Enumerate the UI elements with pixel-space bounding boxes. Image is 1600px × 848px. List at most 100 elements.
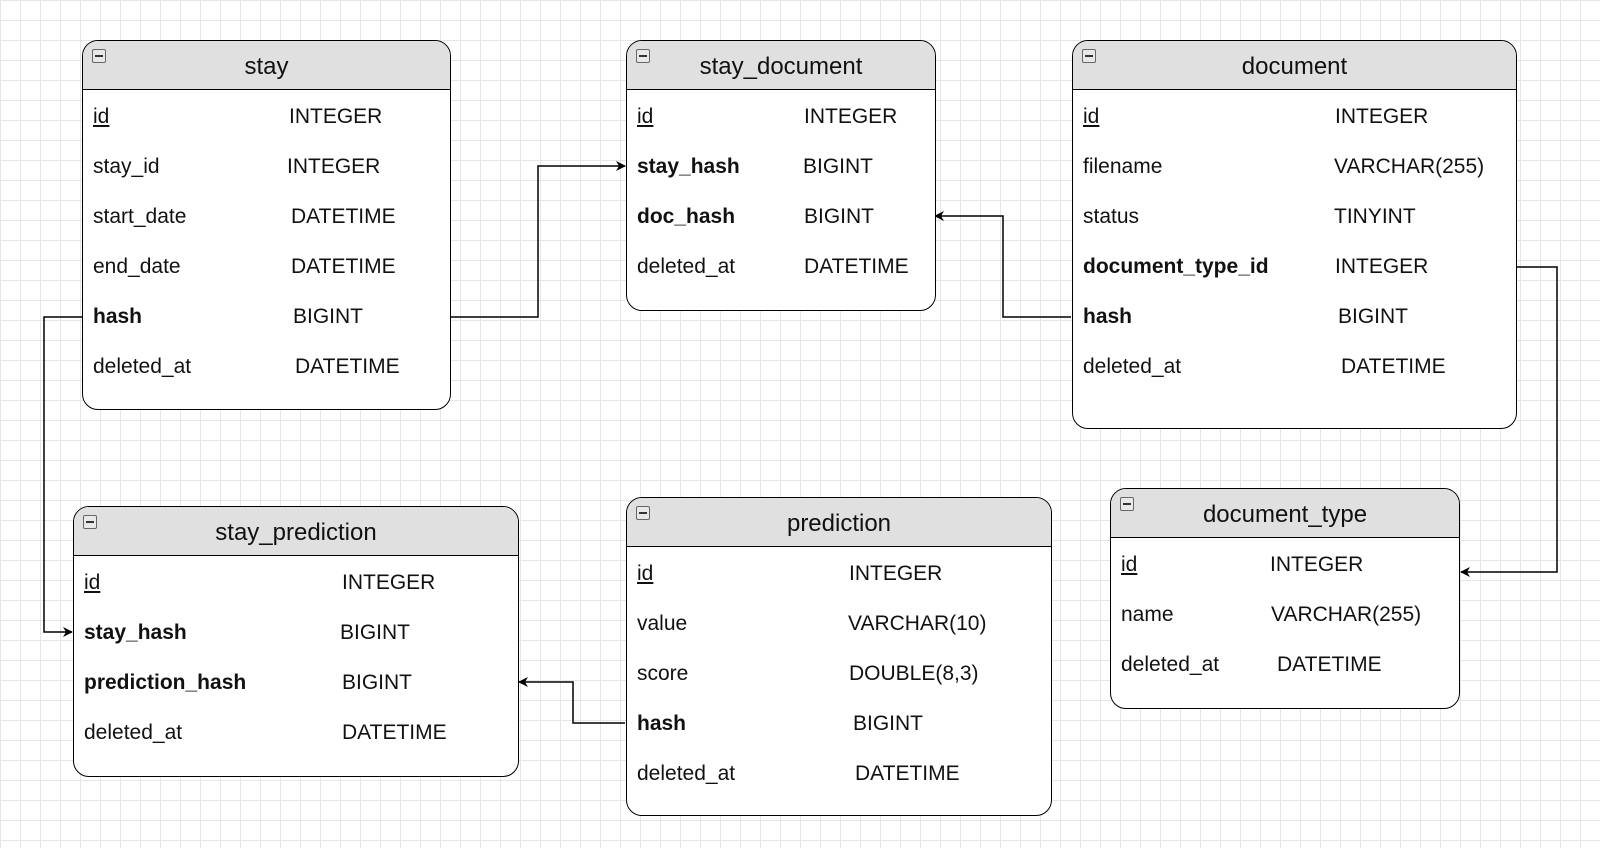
entity-title: stay_document [699, 53, 863, 80]
field-type: VARCHAR(255) [1271, 603, 1422, 626]
entity-title: stay [244, 53, 289, 80]
field-type: INTEGER [289, 105, 383, 128]
field-name: id [93, 105, 110, 128]
field-row: id INTEGER [1121, 550, 1453, 580]
field-name: filename [1083, 155, 1163, 178]
field-type: VARCHAR(255) [1334, 155, 1485, 178]
field-row: deleted_at DATETIME [84, 718, 512, 748]
field-row: hash BIGINT [637, 709, 1045, 739]
field-name: name [1121, 603, 1174, 626]
entity-document[interactable]: document id INTEGER filename VARCHAR(255… [1072, 40, 1517, 429]
field-name: end_date [93, 255, 181, 278]
collapse-icon[interactable] [1120, 497, 1134, 511]
connector-stay-to-stay-document [450, 161, 626, 318]
entity-header[interactable]: stay_prediction [74, 507, 518, 556]
field-name: document_type_id [1083, 255, 1269, 278]
field-type: INTEGER [342, 571, 436, 594]
field-row: id INTEGER [637, 102, 929, 132]
field-type: BIGINT [1338, 305, 1409, 328]
collapse-icon[interactable] [92, 49, 106, 63]
field-row: deleted_at DATETIME [637, 252, 929, 282]
collapse-icon[interactable] [636, 506, 650, 520]
field-name: id [1121, 553, 1138, 576]
field-row: start_date DATETIME [93, 202, 443, 232]
field-type: BIGINT [853, 712, 924, 735]
field-row: id INTEGER [637, 559, 1045, 589]
field-type: BIGINT [342, 671, 413, 694]
field-row: document_type_id INTEGER [1083, 252, 1509, 282]
entity-document-type[interactable]: document_type id INTEGER name VARCHAR(25… [1110, 488, 1460, 709]
field-name: prediction_hash [84, 671, 247, 694]
collapse-icon[interactable] [83, 515, 97, 529]
connector-prediction-to-stay-prediction [518, 677, 625, 724]
field-name: id [1083, 105, 1100, 128]
field-type: BIGINT [803, 155, 874, 178]
field-type: VARCHAR(10) [848, 612, 987, 635]
entity-stay-document[interactable]: stay_document id INTEGER stay_hash BIGIN… [626, 40, 936, 311]
field-type: INTEGER [849, 562, 943, 585]
field-row: prediction_hash BIGINT [84, 668, 512, 698]
field-row: stay_hash BIGINT [637, 152, 929, 182]
field-type: BIGINT [340, 621, 411, 644]
field-row: deleted_at DATETIME [637, 759, 1045, 789]
field-name: hash [93, 305, 143, 328]
field-name: deleted_at [637, 762, 736, 785]
field-name: id [637, 562, 654, 585]
field-type: DATETIME [295, 355, 400, 378]
field-name: deleted_at [84, 721, 183, 744]
field-name: stay_hash [637, 155, 740, 178]
field-name: id [637, 105, 654, 128]
entity-prediction[interactable]: prediction id INTEGER value VARCHAR(10) … [626, 497, 1052, 816]
field-type: INTEGER [1335, 255, 1429, 278]
field-type: BIGINT [804, 205, 875, 228]
field-row: id INTEGER [1083, 102, 1509, 132]
field-row: status TINYINT [1083, 202, 1509, 232]
field-type: DATETIME [291, 205, 396, 228]
entity-stay-prediction[interactable]: stay_prediction id INTEGER stay_hash BIG… [73, 506, 519, 777]
field-row: score DOUBLE(8,3) [637, 659, 1045, 689]
field-name: start_date [93, 205, 187, 228]
entity-title: document [1241, 53, 1348, 80]
field-row: hash BIGINT [93, 302, 443, 332]
field-name: id [84, 571, 101, 594]
entity-header[interactable]: stay [83, 41, 450, 90]
field-name: stay_hash [84, 621, 187, 644]
entity-title: document_type [1202, 501, 1368, 528]
field-row: value VARCHAR(10) [637, 609, 1045, 639]
field-type: TINYINT [1334, 205, 1416, 228]
entity-header[interactable]: document [1073, 41, 1516, 90]
field-type: DATETIME [342, 721, 447, 744]
field-row: id INTEGER [93, 102, 443, 132]
field-row: hash BIGINT [1083, 302, 1509, 332]
entity-stay[interactable]: stay id INTEGER stay_id INTEGER start_da… [82, 40, 451, 410]
field-name: value [637, 612, 688, 635]
field-name: status [1083, 205, 1140, 228]
field-type: INTEGER [804, 105, 898, 128]
field-type: BIGINT [293, 305, 364, 328]
collapse-icon[interactable] [1082, 49, 1096, 63]
field-type: INTEGER [287, 155, 381, 178]
entity-header[interactable]: document_type [1111, 489, 1459, 538]
entity-header[interactable]: prediction [627, 498, 1051, 547]
field-name: stay_id [93, 155, 160, 178]
entity-header[interactable]: stay_document [627, 41, 935, 90]
field-type: INTEGER [1270, 553, 1364, 576]
field-row: deleted_at DATETIME [1121, 650, 1453, 680]
field-type: DATETIME [1277, 653, 1382, 676]
collapse-icon[interactable] [636, 49, 650, 63]
field-name: deleted_at [637, 255, 736, 278]
field-type: INTEGER [1335, 105, 1429, 128]
field-row: id INTEGER [84, 568, 512, 598]
connector-document-to-stay-document [934, 211, 1071, 318]
field-name: doc_hash [637, 205, 736, 228]
field-type: DOUBLE(8,3) [849, 662, 979, 685]
field-row: filename VARCHAR(255) [1083, 152, 1509, 182]
field-row: end_date DATETIME [93, 252, 443, 282]
field-type: DATETIME [804, 255, 909, 278]
field-row: stay_id INTEGER [93, 152, 443, 182]
field-type: DATETIME [1341, 355, 1446, 378]
field-name: deleted_at [93, 355, 192, 378]
field-name: hash [1083, 305, 1133, 328]
field-row: deleted_at DATETIME [1083, 352, 1509, 382]
field-row: stay_hash BIGINT [84, 618, 512, 648]
